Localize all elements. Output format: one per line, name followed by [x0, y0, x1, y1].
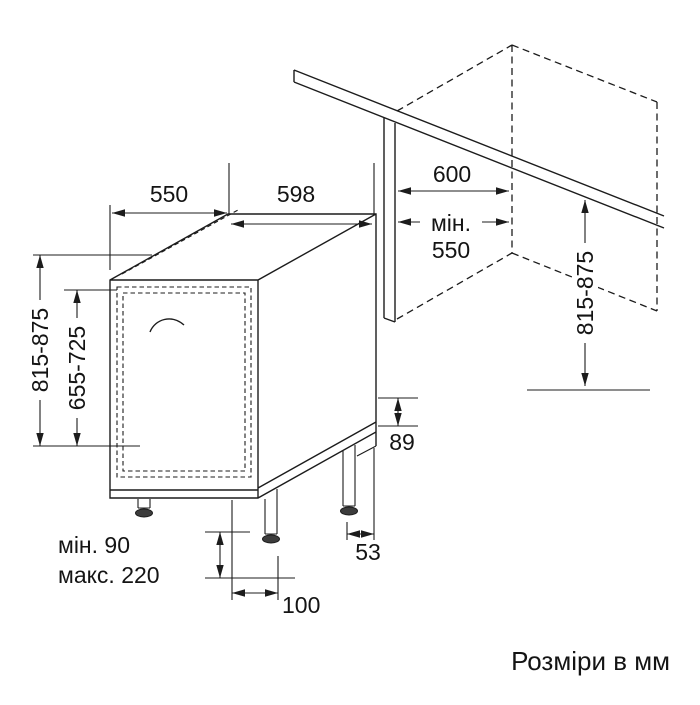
niche-depth-label: 600 — [433, 161, 471, 187]
door-handle-icon — [149, 318, 185, 333]
top-width-label: 598 — [277, 181, 315, 207]
dim-front-foot-offset: 100 — [231, 500, 320, 618]
dim-rear-foot-extensions — [346, 448, 375, 540]
rear-foot-offset-label: 53 — [355, 539, 381, 565]
dishwasher-outline — [109, 213, 377, 499]
feet-max-label: макс. 220 — [58, 562, 160, 588]
dim-front-foot-extensions — [231, 500, 279, 600]
front-right-foot-stem — [264, 489, 278, 535]
front-foot-offset-label: 100 — [282, 592, 320, 618]
dishwasher-body — [109, 209, 377, 499]
dim-rear-foot-offset: 53 — [346, 448, 381, 565]
dim-feet-range-extensions — [205, 531, 295, 579]
dim-feet-range: мін. 90 макс. 220 — [58, 531, 295, 588]
rear-foot-stem — [342, 445, 377, 507]
appliance-height-label: 815-875 — [27, 308, 53, 392]
dim-niche-depth: 600 — [398, 161, 509, 195]
dishwasher-door — [116, 286, 252, 478]
feet-min-label: мін. 90 — [58, 532, 130, 558]
niche-height-label-bg — [572, 243, 598, 343]
dim-appliance-height-extensions — [33, 254, 152, 447]
niche-cavity-outline — [396, 44, 658, 320]
door-dashed-outline — [116, 286, 252, 478]
dim-door-height: 655-725 — [64, 289, 117, 446]
niche-height-label: 815-875 — [572, 251, 598, 335]
appliance-height-label-bg — [27, 300, 53, 400]
dim-niche-height: 815-875 — [527, 200, 650, 391]
adjustable-feet — [135, 445, 377, 544]
door-height-label-bg — [64, 318, 90, 418]
dim-appliance-height: 815-875 — [27, 254, 152, 447]
niche-width-min-value-label: 550 — [432, 237, 470, 263]
front-left-foot-stem — [137, 499, 151, 509]
dim-top-width: 598 — [228, 163, 375, 228]
top-depth-label: 550 — [150, 181, 188, 207]
niche-side-panel-lines — [383, 118, 396, 323]
countertop-edge-lines — [293, 69, 665, 229]
dim-top-width-extensions — [228, 163, 375, 214]
dishwasher-top-inner-edge — [121, 209, 239, 275]
niche-side-panel — [383, 118, 396, 323]
dim-rear-base-height: 89 — [378, 397, 418, 455]
dim-top-depth: 550 — [109, 181, 227, 270]
units-note: Розміри в мм — [511, 646, 670, 676]
door-height-label: 655-725 — [64, 326, 90, 410]
front-right-foot-pad — [262, 534, 280, 544]
rear-base-height-label: 89 — [389, 429, 415, 455]
front-left-foot-pad — [135, 508, 153, 518]
countertop — [293, 69, 665, 229]
niche-width-min-prefix-label: мін. — [431, 210, 471, 236]
rear-foot-pad — [340, 506, 358, 516]
niche-cavity-dashed-lines — [396, 44, 658, 320]
dim-niche-width: мін. 550 — [398, 210, 509, 263]
